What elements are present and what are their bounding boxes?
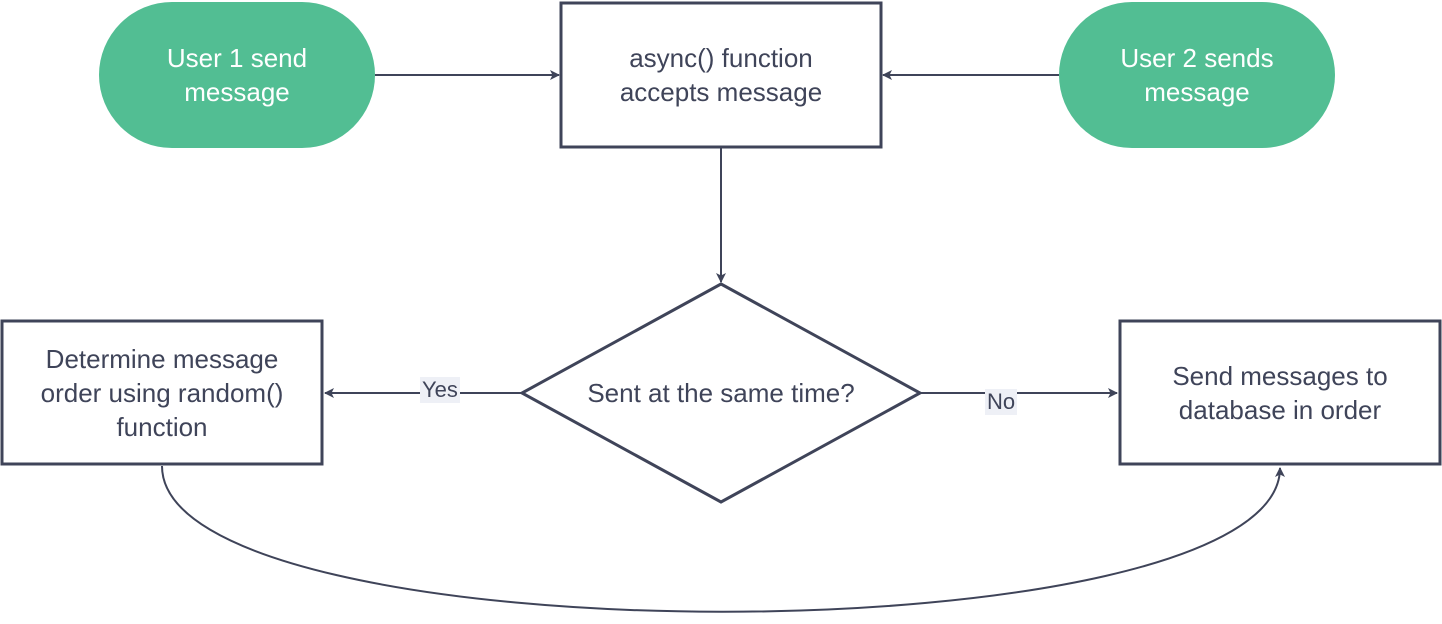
- async-box[interactable]: [559, 1, 883, 149]
- user1-label-line2: message: [184, 77, 290, 107]
- database-label: Send messages to database in order: [1120, 321, 1440, 464]
- yes-edge-label: Yes: [420, 377, 460, 403]
- async-label-line1: async() function: [629, 43, 813, 73]
- connector-random-to-database: [161, 465, 1285, 613]
- random-label: Determine message order using random() f…: [2, 321, 322, 464]
- async-label-line2: accepts message: [619, 77, 823, 107]
- database-label-line2: database in order: [1178, 394, 1382, 425]
- random-label-line3: function: [116, 411, 208, 442]
- database-label-line1: Send messages to: [1172, 360, 1388, 391]
- database-box[interactable]: [1118, 319, 1442, 466]
- random-label-line1: Determine message: [45, 343, 279, 374]
- random-label-line2: order using random(): [40, 377, 284, 408]
- no-edge-label: No: [985, 389, 1018, 415]
- random-box[interactable]: [0, 319, 324, 466]
- user2-label-line2: message: [1144, 77, 1250, 107]
- decision-label-text: Sent at the same time?: [587, 378, 855, 408]
- user2-label: User 2 sends message: [1059, 2, 1335, 148]
- user1-oval[interactable]: [99, 2, 375, 148]
- user1-label-line1: User 1 send: [166, 43, 308, 73]
- decision-label: Sent at the same time?: [522, 360, 920, 426]
- user1-label: User 1 send message: [99, 2, 375, 148]
- async-label: async() function accepts message: [561, 3, 881, 147]
- user2-oval[interactable]: [1059, 2, 1335, 148]
- decision-diamond[interactable]: [518, 282, 924, 504]
- user2-label-line1: User 2 sends: [1120, 43, 1274, 73]
